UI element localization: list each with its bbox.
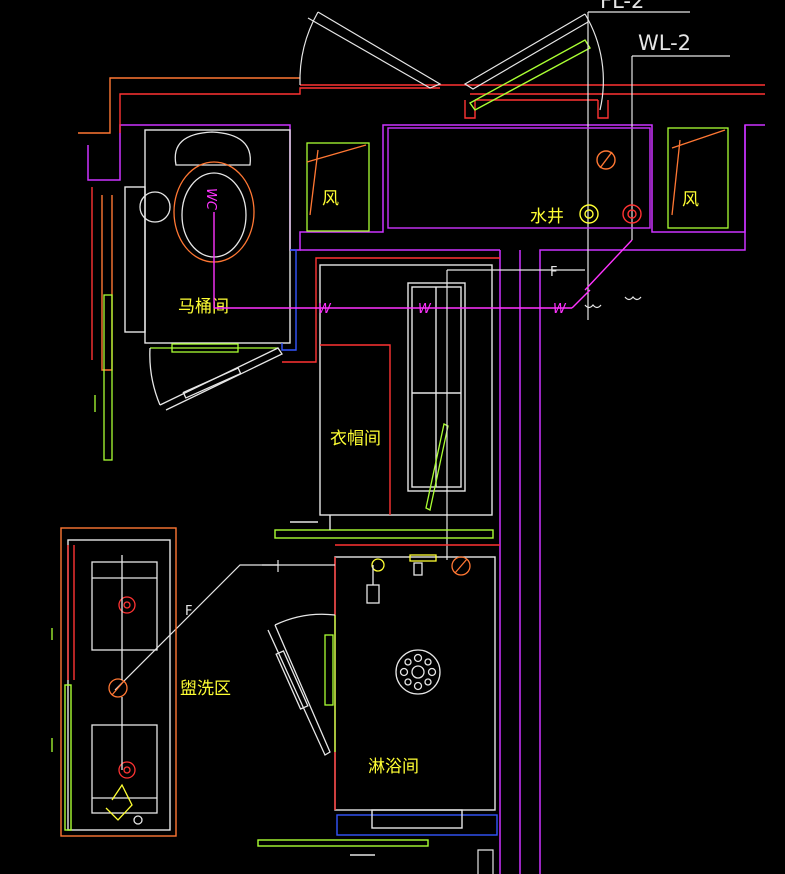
vent-left-label: 风 bbox=[322, 189, 339, 209]
cloak-door bbox=[425, 423, 449, 511]
f-mark-1: F bbox=[550, 265, 557, 280]
water-pipes bbox=[213, 212, 633, 309]
bottom-stub bbox=[477, 849, 494, 874]
cloak-room-label: 衣帽间 bbox=[330, 429, 381, 449]
shower-door bbox=[267, 613, 336, 756]
toilet bbox=[139, 131, 255, 263]
outer-walls bbox=[87, 124, 765, 874]
shower-room-walls bbox=[257, 556, 498, 856]
w-mark-2: W bbox=[418, 302, 432, 317]
toilet-room-label: 马桶间 bbox=[178, 297, 229, 317]
top-double-door bbox=[299, 11, 604, 111]
pipe-label-wl: WL-2 bbox=[638, 31, 691, 55]
f-pipes bbox=[446, 269, 642, 560]
shower-room-label: 淋浴间 bbox=[368, 757, 419, 777]
shower-fixtures bbox=[366, 554, 471, 604]
top-walls bbox=[78, 77, 765, 134]
pipe-label-fl: FL-2 bbox=[600, 0, 644, 13]
shaft-label: 水井 bbox=[530, 207, 564, 227]
middle-partitions bbox=[274, 515, 500, 546]
w-mark-3: W bbox=[553, 302, 567, 317]
toilet-door bbox=[149, 343, 283, 411]
shaft-pipes bbox=[579, 150, 642, 224]
toilet-left-bar bbox=[94, 294, 113, 461]
vent-right bbox=[667, 127, 729, 229]
wash-area-walls bbox=[60, 527, 177, 837]
toilet-room-walls bbox=[91, 129, 500, 371]
f-mark-2: F bbox=[185, 604, 192, 619]
shower-drain bbox=[395, 649, 441, 695]
f-pipe-wash bbox=[114, 560, 335, 691]
vent-left bbox=[306, 142, 370, 232]
shaft bbox=[387, 127, 651, 229]
toilet-wc-label: WC bbox=[203, 188, 218, 211]
cloak-room-walls bbox=[319, 264, 493, 516]
top-door-panel bbox=[468, 39, 591, 111]
w-mark-1: W bbox=[318, 302, 332, 317]
wash-area-label: 盥洗区 bbox=[180, 679, 231, 699]
vent-right-label: 风 bbox=[682, 190, 699, 210]
pipe-callouts bbox=[587, 11, 730, 320]
sinks bbox=[91, 555, 158, 825]
